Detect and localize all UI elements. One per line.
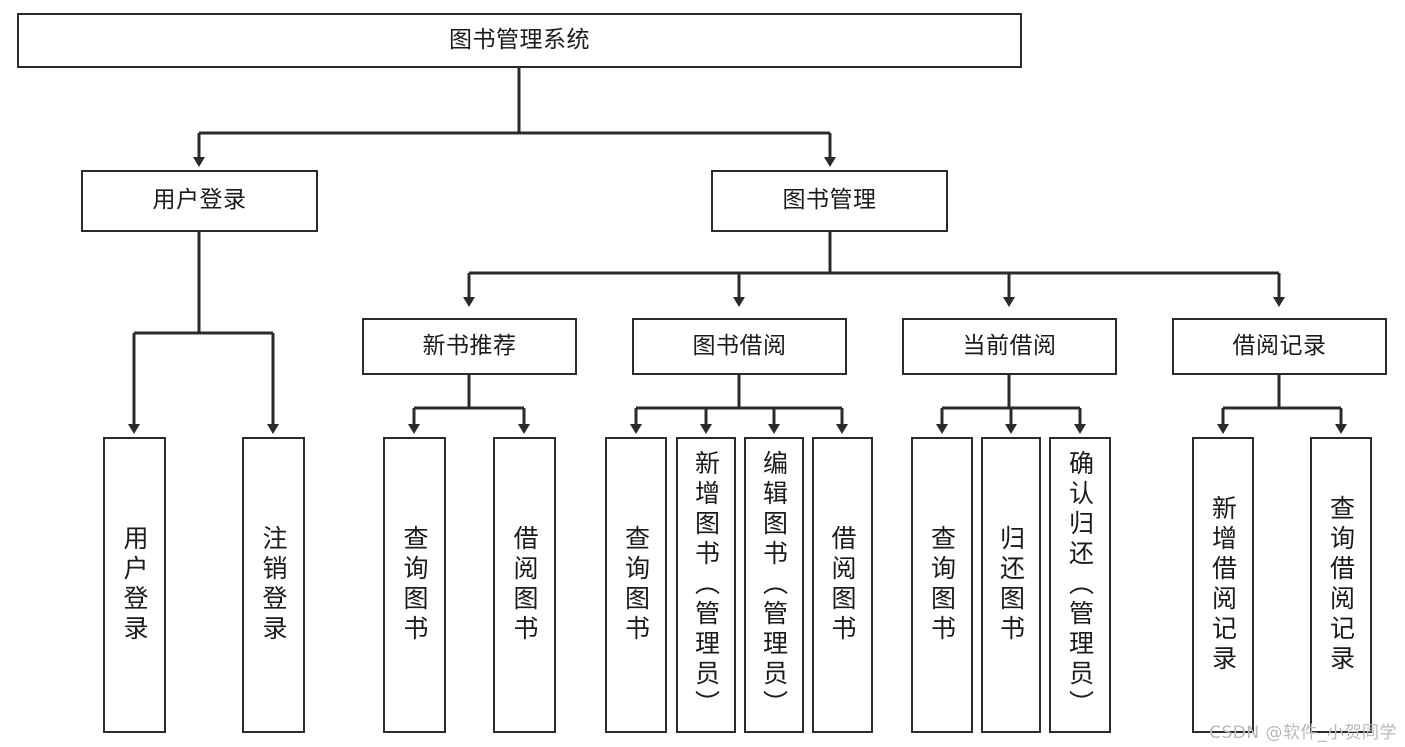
node-label: 借阅图书	[510, 525, 539, 645]
watermark-text: CSDN @软件_小贺同学	[1209, 723, 1397, 743]
node-label: 新书推荐	[422, 332, 517, 359]
node-label: 图书管理系统	[449, 26, 590, 53]
node-book-borrowing[interactable]: 图书借阅	[632, 318, 847, 375]
node-new-book-recommendation[interactable]: 新书推荐	[362, 318, 577, 375]
leaf-add-borrow-record[interactable]: 新增借阅记录	[1192, 437, 1254, 733]
node-current-borrowing[interactable]: 当前借阅	[902, 318, 1117, 375]
node-borrowing-records[interactable]: 借阅记录	[1172, 318, 1387, 375]
leaf-user-login[interactable]: 用户登录	[103, 437, 166, 733]
leaf-borrow-books-recommend[interactable]: 借阅图书	[493, 437, 556, 733]
node-label: 图书管理	[782, 187, 877, 214]
leaf-logout[interactable]: 注销登录	[242, 437, 305, 733]
leaf-query-borrow-record[interactable]: 查询借阅记录	[1310, 437, 1372, 733]
node-label: 查询借阅记录	[1326, 495, 1356, 675]
node-label: 新增图书（管理员）	[691, 450, 721, 720]
node-label: 图书借阅	[692, 332, 787, 359]
node-label: 编辑图书（管理员）	[759, 450, 789, 720]
node-label: 用户登录	[120, 525, 149, 645]
node-label: 借阅记录	[1232, 332, 1327, 359]
node-label: 借阅图书	[828, 525, 857, 645]
leaf-query-books-current[interactable]: 查询图书	[911, 437, 973, 733]
leaf-edit-book-admin[interactable]: 编辑图书（管理员）	[744, 437, 804, 733]
leaf-add-book-admin[interactable]: 新增图书（管理员）	[676, 437, 736, 733]
node-label: 查询图书	[621, 525, 651, 645]
node-label: 当前借阅	[962, 332, 1057, 359]
node-label: 注销登录	[259, 525, 288, 645]
leaf-borrow-books[interactable]: 借阅图书	[812, 437, 873, 733]
node-label: 用户登录	[152, 187, 247, 214]
node-user-login[interactable]: 用户登录	[81, 170, 318, 232]
leaf-return-books[interactable]: 归还图书	[981, 437, 1041, 733]
node-root-library-management-system[interactable]: 图书管理系统	[17, 13, 1022, 68]
node-book-management[interactable]: 图书管理	[711, 170, 948, 232]
leaf-query-books-recommend[interactable]: 查询图书	[383, 437, 446, 733]
leaf-query-books-borrow[interactable]: 查询图书	[605, 437, 667, 733]
leaf-confirm-return-admin[interactable]: 确认归还（管理员）	[1049, 437, 1111, 733]
node-label: 新增借阅记录	[1208, 495, 1238, 675]
node-label: 归还图书	[996, 525, 1026, 645]
node-label: 查询图书	[400, 525, 429, 645]
node-label: 确认归还（管理员）	[1065, 450, 1095, 720]
node-label: 查询图书	[927, 525, 957, 645]
